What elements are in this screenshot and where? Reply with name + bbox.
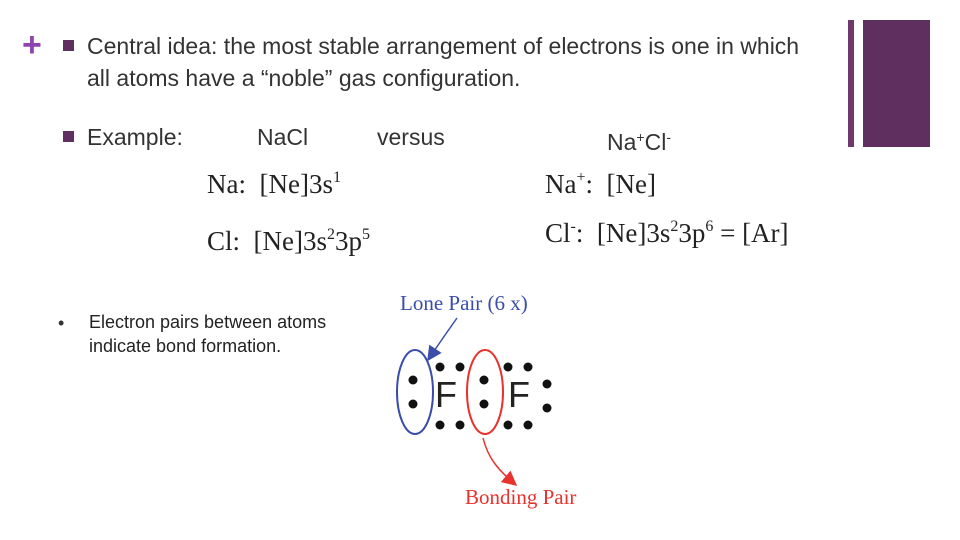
square-bullet-icon	[63, 131, 74, 142]
bonding-pair-label: Bonding Pair	[465, 485, 576, 509]
cl-ion-config: Cl-: [Ne]3s23p6 = [Ar]	[545, 218, 789, 248]
central-idea-text: Central idea: the most stable arrangemen…	[87, 33, 800, 91]
na-config: Na: [Ne]3s1	[207, 169, 341, 199]
accent-bar-thin	[848, 20, 854, 147]
electron-dots	[408, 362, 552, 430]
square-bullet-icon	[63, 40, 74, 51]
fluorine-atom-1: F	[435, 374, 457, 415]
example-nacl: NaCl	[257, 124, 309, 150]
lone-pair-oval	[396, 349, 434, 435]
lone-pair-arrow	[427, 317, 458, 362]
example-ions: Na+Cl-	[607, 129, 671, 155]
example-label: Example:	[87, 124, 183, 150]
note-text: Electron pairs between atoms indicate bo…	[89, 312, 327, 356]
cl-config: Cl: [Ne]3s23p5	[207, 226, 370, 256]
plus-logo: +	[22, 26, 42, 64]
fluorine-atom-2: F	[508, 374, 530, 415]
lewis-diagram: Lone Pair (6 x) F F Bonding Pair	[396, 291, 576, 509]
note-bullet: •	[58, 313, 65, 333]
lone-pair-label: Lone Pair (6 x)	[400, 291, 528, 315]
accent-bar-thick	[863, 20, 930, 147]
na-ion-config: Na+: [Ne]	[545, 169, 656, 199]
bonding-pair-arrow	[482, 437, 518, 486]
bonding-pair-oval	[466, 349, 504, 435]
example-versus: versus	[377, 124, 445, 150]
